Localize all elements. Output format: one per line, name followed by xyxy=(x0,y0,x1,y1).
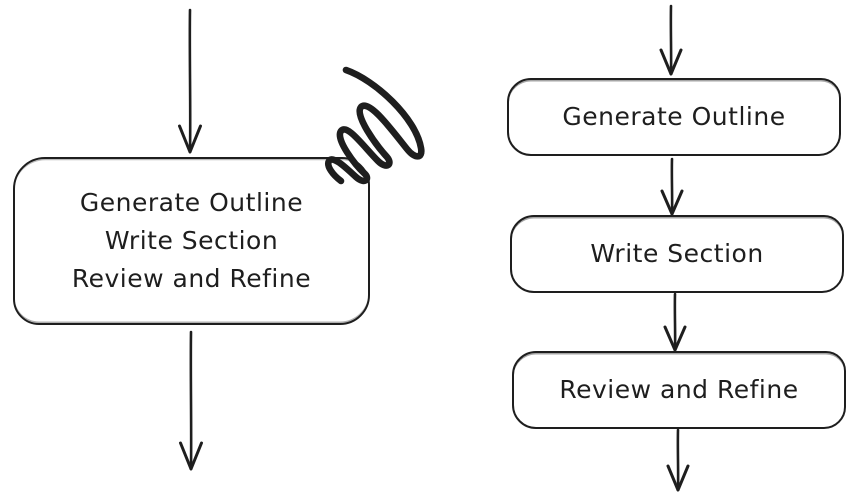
arrow-down-icon xyxy=(666,428,690,492)
arrow-down-icon xyxy=(179,330,203,471)
node-line-generate-outline: Generate Outline xyxy=(79,188,304,217)
node-label: Write Section xyxy=(590,239,764,268)
node-generate-outline: Generate Outline xyxy=(507,78,841,156)
arrow-down-icon xyxy=(659,4,683,76)
node-label: Review and Refine xyxy=(559,375,799,404)
arrow-down-icon xyxy=(663,292,687,352)
node-write-section: Write Section xyxy=(510,215,844,293)
node-line-write-section: Write Section xyxy=(104,226,279,255)
arrow-down-icon xyxy=(178,8,202,154)
scribble-icon xyxy=(325,66,425,185)
arrow-down-icon xyxy=(660,157,684,216)
node-line-review-and-refine: Review and Refine xyxy=(71,264,312,293)
node-review-and-refine: Review and Refine xyxy=(512,351,846,429)
combined-steps-node: Generate Outline Write Section Review an… xyxy=(13,157,370,325)
node-label: Generate Outline xyxy=(562,102,786,131)
